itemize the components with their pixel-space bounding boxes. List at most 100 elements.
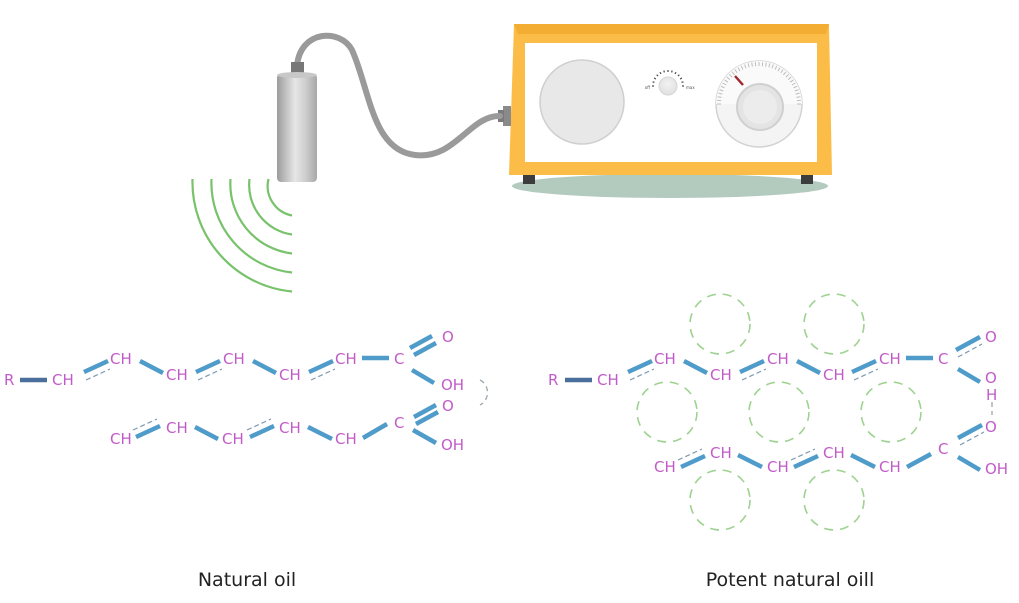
- natural-oil-molecule: R CH CH CH CH CH CH C O OH CH CH CH CH C…: [4, 328, 489, 454]
- atom-label: R: [4, 371, 14, 389]
- frequency-dial-tick: [728, 73, 733, 78]
- generator-shadow: [512, 174, 828, 198]
- frequency-dial-tick: [777, 67, 781, 72]
- atom-label: CH: [654, 350, 676, 368]
- potent-oil-molecule: R CH CH CH CH CH CH C O O H CH CH CH CH …: [548, 293, 1008, 531]
- transducer-probe: [277, 62, 317, 182]
- cavitation-bubble: [748, 381, 810, 443]
- frequency-dial-tick: [791, 82, 796, 86]
- probe-cable: [294, 32, 503, 159]
- power-knob-tick: [677, 74, 680, 77]
- atom-label: CH: [166, 366, 188, 384]
- atom-label: CH: [110, 430, 132, 448]
- frequency-dial-tick: [774, 65, 778, 70]
- power-knob-tick: [674, 71, 677, 75]
- atom-label: R: [548, 371, 558, 389]
- atom-label: CH: [879, 458, 901, 476]
- frequency-dial-tick: [793, 85, 798, 89]
- power-knob-label-max: max: [686, 85, 695, 90]
- power-knob-tick: [652, 81, 655, 84]
- cavitation-bubble: [689, 469, 751, 531]
- atom-label: CH: [879, 350, 901, 368]
- power-knob-label-min: off: [645, 85, 650, 90]
- frequency-dial-tick: [765, 62, 767, 67]
- frequency-dial-pointer: [734, 75, 744, 86]
- frequency-dial-tick: [751, 62, 753, 67]
- atom-label: CH: [767, 458, 789, 476]
- frequency-dial-tick: [722, 82, 727, 86]
- atom-label: CH: [222, 430, 244, 448]
- frequency-dial-tick: [794, 89, 799, 92]
- cavitation-bubble: [803, 293, 865, 355]
- power-knob-tick: [663, 70, 666, 73]
- frequency-dial-tick: [717, 96, 722, 98]
- atom-label: C: [394, 350, 404, 368]
- atom-label: CH: [223, 350, 245, 368]
- frequency-dial-tick: [734, 69, 738, 74]
- frequency-dial-tick: [795, 92, 800, 95]
- caption-natural-oil: Natural oil: [198, 569, 296, 591]
- atom-label: CH: [110, 350, 132, 368]
- frequency-dial-tick: [768, 63, 771, 68]
- frequency-dial-tick: [787, 76, 792, 80]
- frequency-dial-tick: [718, 92, 723, 95]
- generator-foot-left: [523, 174, 535, 184]
- atom-label: CH: [335, 430, 357, 448]
- atom-label: O: [442, 328, 454, 346]
- ultrasonic-generator: off max: [498, 24, 832, 198]
- atom-label: CH: [279, 419, 301, 437]
- atom-label: OH: [441, 436, 464, 454]
- atom-label: CH: [823, 444, 845, 462]
- cavitation-bubble: [636, 381, 698, 443]
- frequency-dial-tick: [789, 79, 794, 83]
- frequency-dial-tick: [726, 76, 731, 80]
- ultrasonic-waves: [191, 178, 293, 293]
- atom-label: CH: [710, 444, 732, 462]
- frequency-dial-tick: [724, 79, 729, 83]
- atom-label: O: [985, 328, 997, 346]
- power-knob-tick: [659, 71, 662, 75]
- atom-label: OH: [985, 460, 1008, 478]
- atom-label: O: [442, 397, 454, 415]
- atom-label: C: [938, 440, 948, 458]
- power-knob-tick: [670, 70, 673, 73]
- power-knob-tick: [656, 74, 659, 77]
- power-knob-ticks: [652, 70, 684, 87]
- power-knob[interactable]: off max: [645, 70, 696, 96]
- frequency-dial-tick: [747, 63, 750, 68]
- generator-housing-top: [514, 24, 829, 34]
- ultrasonic-wave: [248, 178, 293, 236]
- power-knob-tick: [679, 77, 683, 80]
- atom-label: CH: [52, 371, 74, 389]
- atom-label: C: [938, 350, 948, 368]
- atom-label: CH: [710, 366, 732, 384]
- frequency-dial-tick: [740, 65, 744, 70]
- frequency-dial-tick: [783, 71, 787, 76]
- cable-connector: [503, 106, 511, 126]
- ultrasonic-wave: [266, 178, 293, 217]
- power-knob-tick: [653, 77, 657, 80]
- atom-label: CH: [654, 458, 676, 476]
- frequency-dial-tick: [720, 85, 725, 89]
- frequency-dial-tick: [737, 67, 741, 72]
- atom-label: CH: [335, 350, 357, 368]
- frequency-dial-tick: [785, 73, 790, 78]
- atom-label: CH: [823, 366, 845, 384]
- cavitation-bubble: [803, 469, 865, 531]
- generator-foot-right: [801, 174, 813, 184]
- atom-label: O: [985, 369, 997, 387]
- atom-label: O: [985, 418, 997, 436]
- frequency-dial-ticks: [717, 62, 801, 105]
- frequency-dial[interactable]: [715, 60, 803, 148]
- power-knob-tick: [681, 81, 684, 84]
- atom-label: CH: [279, 366, 301, 384]
- frequency-dial-tick: [744, 64, 747, 69]
- atom-label: CH: [597, 371, 619, 389]
- frequency-dial-tick: [780, 69, 784, 74]
- ultrasonic-wave: [191, 178, 293, 293]
- atom-label: CH: [166, 419, 188, 437]
- ultrasonic-wave: [210, 178, 293, 274]
- cavitation-bubble: [860, 381, 922, 443]
- atom-label: C: [394, 414, 404, 432]
